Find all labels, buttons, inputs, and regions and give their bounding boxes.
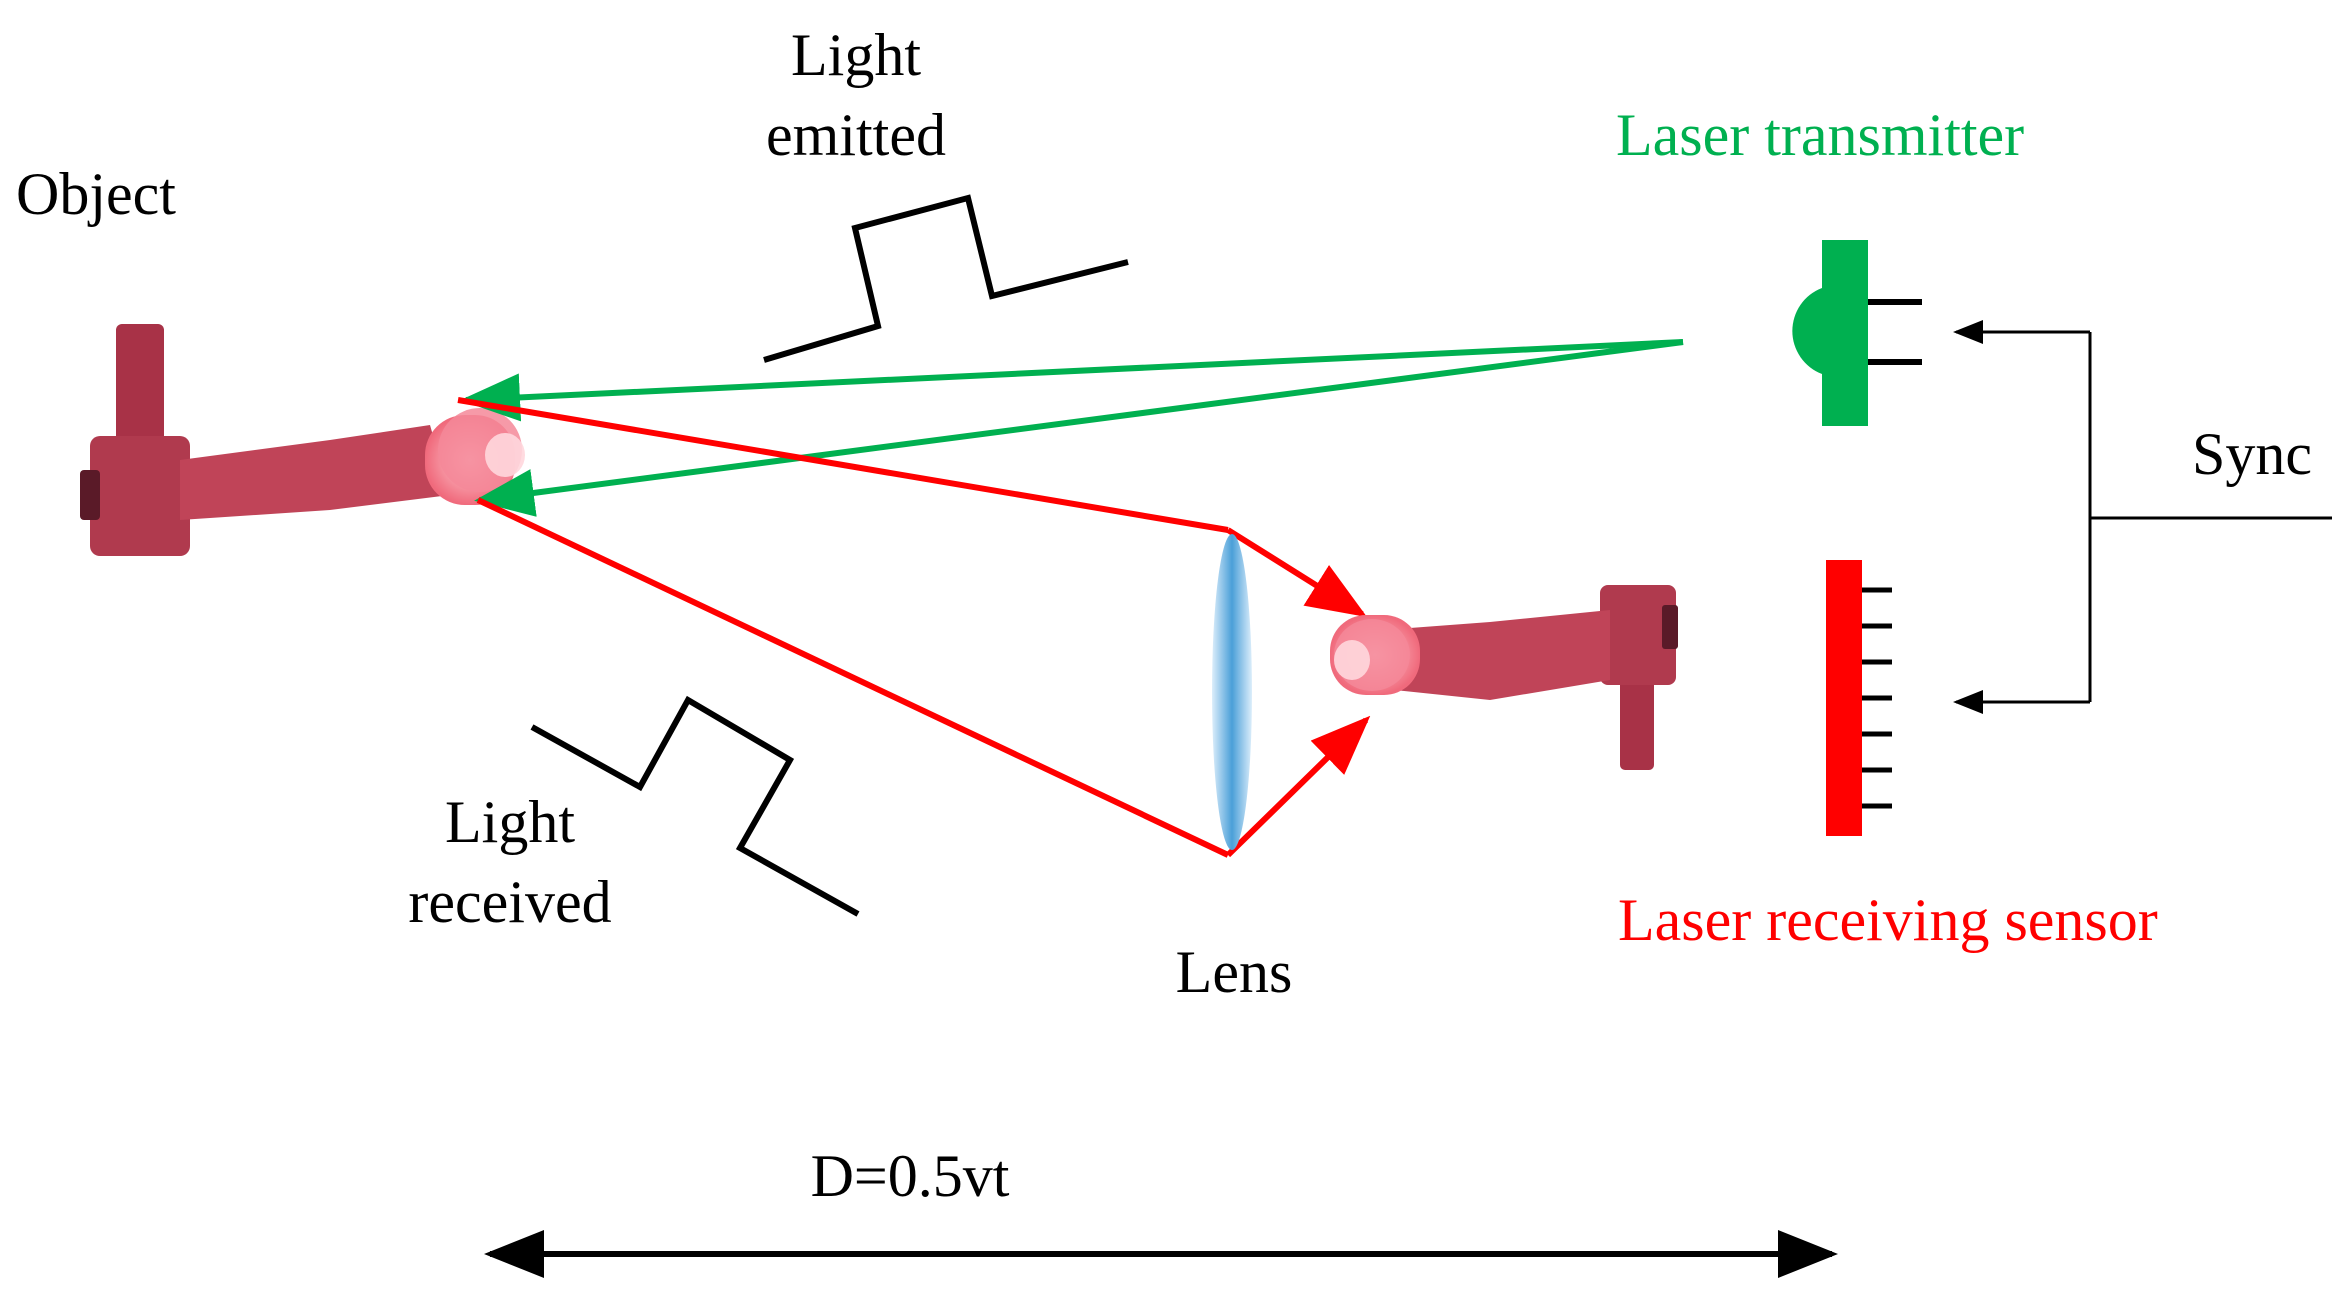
laser-receiving-sensor-label: Laser receiving sensor bbox=[1618, 887, 2158, 953]
laser-diode-icon bbox=[1792, 240, 1922, 426]
sync-label: Sync bbox=[2192, 421, 2312, 487]
emitted-pulse-icon bbox=[763, 194, 1129, 363]
laser-transmitter-label: Laser transmitter bbox=[1616, 102, 2024, 168]
received-pulse-icon bbox=[530, 695, 860, 917]
sensor-array-icon bbox=[1826, 560, 1892, 836]
object-image-icon bbox=[1330, 585, 1678, 770]
light-emitted-label-line2: emitted bbox=[766, 102, 946, 168]
light-emitted-label-line1: Light bbox=[791, 22, 921, 88]
object-label: Object bbox=[16, 161, 176, 227]
light-received-label-line1: Light bbox=[445, 789, 575, 855]
object-icon bbox=[80, 324, 525, 556]
received-rays bbox=[457, 397, 1371, 858]
light-received-label-line2: received bbox=[408, 869, 611, 935]
emitted-rays bbox=[460, 339, 1684, 517]
distance-formula-label: D=0.5vt bbox=[811, 1143, 1010, 1209]
lens-icon bbox=[1212, 534, 1252, 850]
lens-label: Lens bbox=[1176, 939, 1293, 1005]
sync-wiring bbox=[1953, 320, 2332, 714]
